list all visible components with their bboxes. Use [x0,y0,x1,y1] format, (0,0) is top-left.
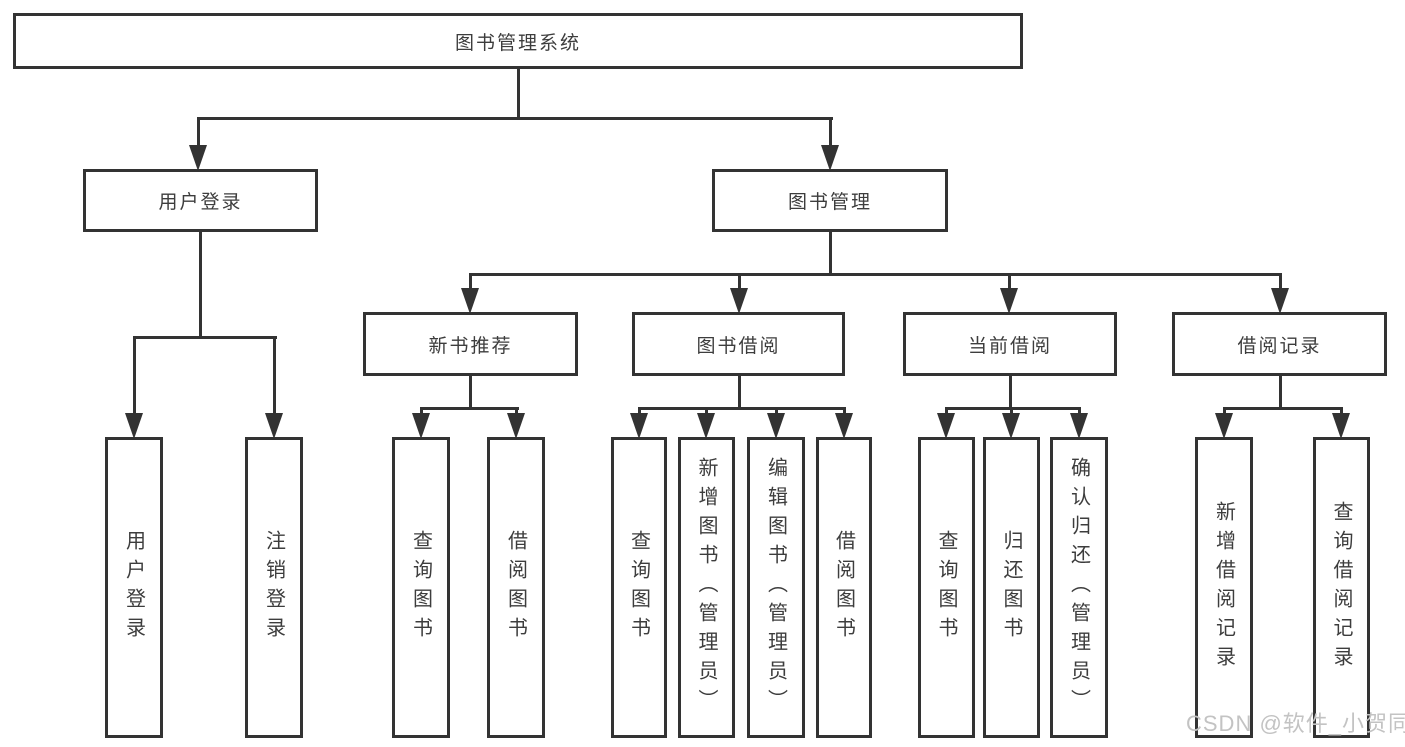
arrow-down-icon [1215,413,1233,439]
leaf-add-borrow-record: 新增借阅记录 [1195,437,1253,738]
leaf-confirm-return-admin: 确认归还（管理员） [1050,437,1108,738]
leaf-query-book-borrow: 查询图书 [611,437,667,738]
csdn-watermark: CSDN @软件_小贺同学 [1186,711,1405,736]
connector-line [1010,407,1013,417]
connector-line [1223,407,1343,410]
leaf-add-book-admin: 新增图书（管理员） [678,437,735,738]
connector-line [1279,273,1282,291]
connector-line [738,374,741,408]
leaf-query-borrow-record: 查询借阅记录 [1313,437,1370,738]
arrow-down-icon [265,413,283,439]
connector-line [273,336,276,416]
arrow-down-icon [730,288,748,314]
connector-line [420,407,519,410]
arrow-down-icon [125,413,143,439]
arrow-down-icon [821,145,839,171]
connector-line [133,336,277,339]
connector-line [197,117,200,148]
connector-line [1223,407,1226,417]
connector-line [945,407,1081,410]
arrow-down-icon [461,288,479,314]
leaf-borrow-book-recommend: 借阅图书 [487,437,545,738]
arrow-down-icon [412,413,430,439]
node-current-borrow: 当前借阅 [903,312,1117,376]
connector-line [1009,374,1012,408]
arrow-down-icon [630,413,648,439]
connector-line [517,69,520,117]
connector-line [1279,374,1282,408]
arrow-down-icon [767,413,785,439]
leaf-user-login: 用户登录 [105,437,163,738]
connector-line [738,273,741,291]
connector-line [420,407,423,417]
connector-line [197,117,833,120]
connector-line [705,407,708,417]
leaf-query-book-current: 查询图书 [918,437,975,738]
connector-line [515,407,518,417]
node-user-login: 用户登录 [83,169,318,232]
connector-line [133,336,136,416]
connector-line [829,117,832,148]
connector-line [1340,407,1343,417]
connector-line [829,230,832,275]
arrow-down-icon [507,413,525,439]
node-root-library-system: 图书管理系统 [13,13,1023,69]
leaf-edit-book-admin: 编辑图书（管理员） [747,437,805,738]
node-borrow-records: 借阅记录 [1172,312,1387,376]
arrow-down-icon [1070,413,1088,439]
connector-line [1008,273,1011,291]
leaf-logout: 注销登录 [245,437,303,738]
leaf-query-book-recommend: 查询图书 [392,437,450,738]
arrow-down-icon [697,413,715,439]
node-book-management: 图书管理 [712,169,948,232]
connector-line [199,231,202,336]
arrow-down-icon [1332,413,1350,439]
connector-line [638,407,641,417]
connector-line [638,407,846,410]
connector-line [945,407,948,417]
arrow-down-icon [1000,288,1018,314]
connector-line [469,374,472,408]
arrow-down-icon [835,413,853,439]
arrow-down-icon [937,413,955,439]
node-new-book-recommend: 新书推荐 [363,312,578,376]
leaf-return-book: 归还图书 [983,437,1040,738]
arrow-down-icon [189,145,207,171]
connector-line [775,407,778,417]
connector-line [469,273,1282,276]
arrow-down-icon [1002,413,1020,439]
leaf-borrow-book: 借阅图书 [816,437,872,738]
connector-line [843,407,846,417]
node-book-borrow: 图书借阅 [632,312,845,376]
connector-line [469,273,472,291]
arrow-down-icon [1271,288,1289,314]
connector-line [1078,407,1081,417]
